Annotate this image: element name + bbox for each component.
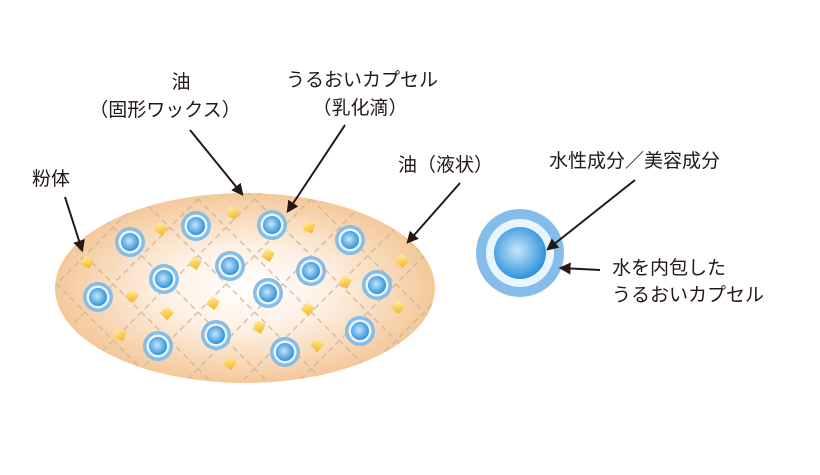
powder-particle xyxy=(394,253,410,269)
powder-particle xyxy=(124,288,140,304)
capsule xyxy=(362,270,392,300)
powder-particle xyxy=(252,320,266,334)
label-oil-liquid: 油（液状） xyxy=(398,154,493,176)
powder-particle xyxy=(226,206,240,220)
label-capsule: うるおいカプセル xyxy=(286,69,438,91)
powder-particle xyxy=(80,255,94,269)
arrow-oil-solid xyxy=(189,129,244,196)
arrows xyxy=(64,124,636,275)
capsule xyxy=(83,282,113,312)
capsule xyxy=(149,264,179,294)
arrow-capsule xyxy=(286,124,346,214)
capsule xyxy=(215,251,245,281)
powder-particle xyxy=(309,337,325,353)
capsule xyxy=(201,320,231,350)
powder-particle xyxy=(206,296,220,310)
powder-particle xyxy=(300,301,316,317)
label-oil-solid: 油 xyxy=(171,71,190,93)
arrow-water-capsule xyxy=(558,262,601,275)
powder-particles xyxy=(80,206,410,370)
powder-particle xyxy=(302,220,316,234)
isolated-capsule xyxy=(476,209,564,297)
label-water-capsule-2: うるおいカプセル xyxy=(612,284,764,306)
capsule xyxy=(345,316,375,346)
capsule xyxy=(335,225,365,255)
powder-particle xyxy=(188,256,202,270)
capsule xyxy=(143,331,173,361)
powder-particle xyxy=(113,328,127,342)
capsule xyxy=(181,211,211,241)
powder-particle xyxy=(261,248,275,262)
label-capsule-sub: （乳化滴） xyxy=(312,97,407,119)
powder-particle xyxy=(223,356,237,370)
capsule xyxy=(257,210,287,240)
label-water-capsule: 水を内包した xyxy=(612,257,726,279)
arrow-aqueous xyxy=(546,179,636,251)
powder-particle xyxy=(338,275,352,289)
label-oil-solid-sub: （固形ワックス） xyxy=(89,99,240,121)
moisture-capsules xyxy=(83,210,392,367)
arrow-oil-liquid xyxy=(406,182,461,244)
arrow-powder xyxy=(64,196,85,253)
capsule xyxy=(296,256,326,286)
powder-particle xyxy=(390,299,406,315)
powder-particle xyxy=(154,222,168,236)
capsule xyxy=(115,227,145,257)
label-powder: 粉体 xyxy=(32,168,70,190)
capsule xyxy=(270,337,300,367)
powder-particle xyxy=(159,305,175,321)
capsule xyxy=(253,278,283,308)
label-aqueous: 水性成分／美容成分 xyxy=(549,150,720,172)
